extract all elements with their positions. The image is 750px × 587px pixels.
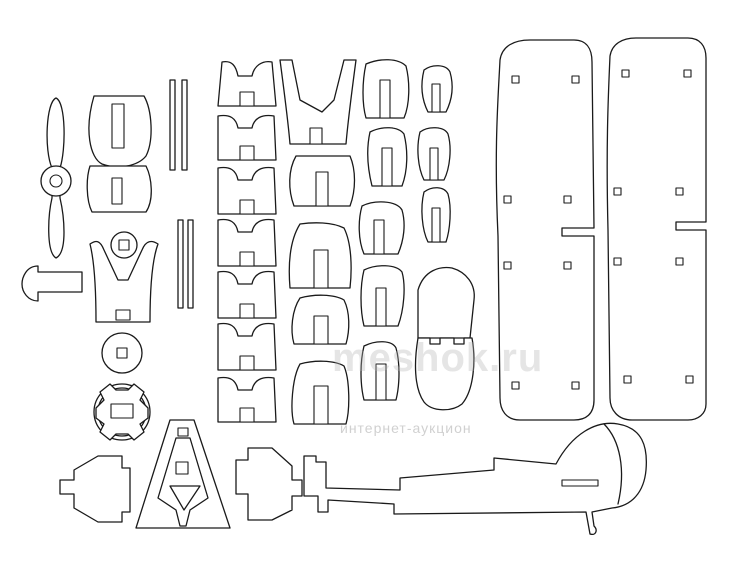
cowling-side-part <box>59 455 131 523</box>
engine-radial-part <box>93 383 151 441</box>
former-column-3 <box>358 59 410 401</box>
stabilizer-part <box>414 266 475 411</box>
former-column-1 <box>217 60 277 423</box>
seat-part <box>86 165 152 213</box>
seat-part <box>88 95 152 168</box>
lower-wing-part <box>606 37 707 421</box>
cowling-side-part <box>235 447 303 521</box>
former-column-2 <box>279 59 357 425</box>
propeller-part <box>40 97 72 259</box>
cowl-ring-part <box>101 332 143 374</box>
spinner-part <box>21 265 83 302</box>
upper-wing-part <box>495 39 595 421</box>
strut-part <box>169 79 194 309</box>
landing-gear-part <box>135 419 231 529</box>
former-column-4 <box>417 65 453 243</box>
fuselage-side-part <box>303 422 648 536</box>
bulkhead-part <box>89 231 159 323</box>
